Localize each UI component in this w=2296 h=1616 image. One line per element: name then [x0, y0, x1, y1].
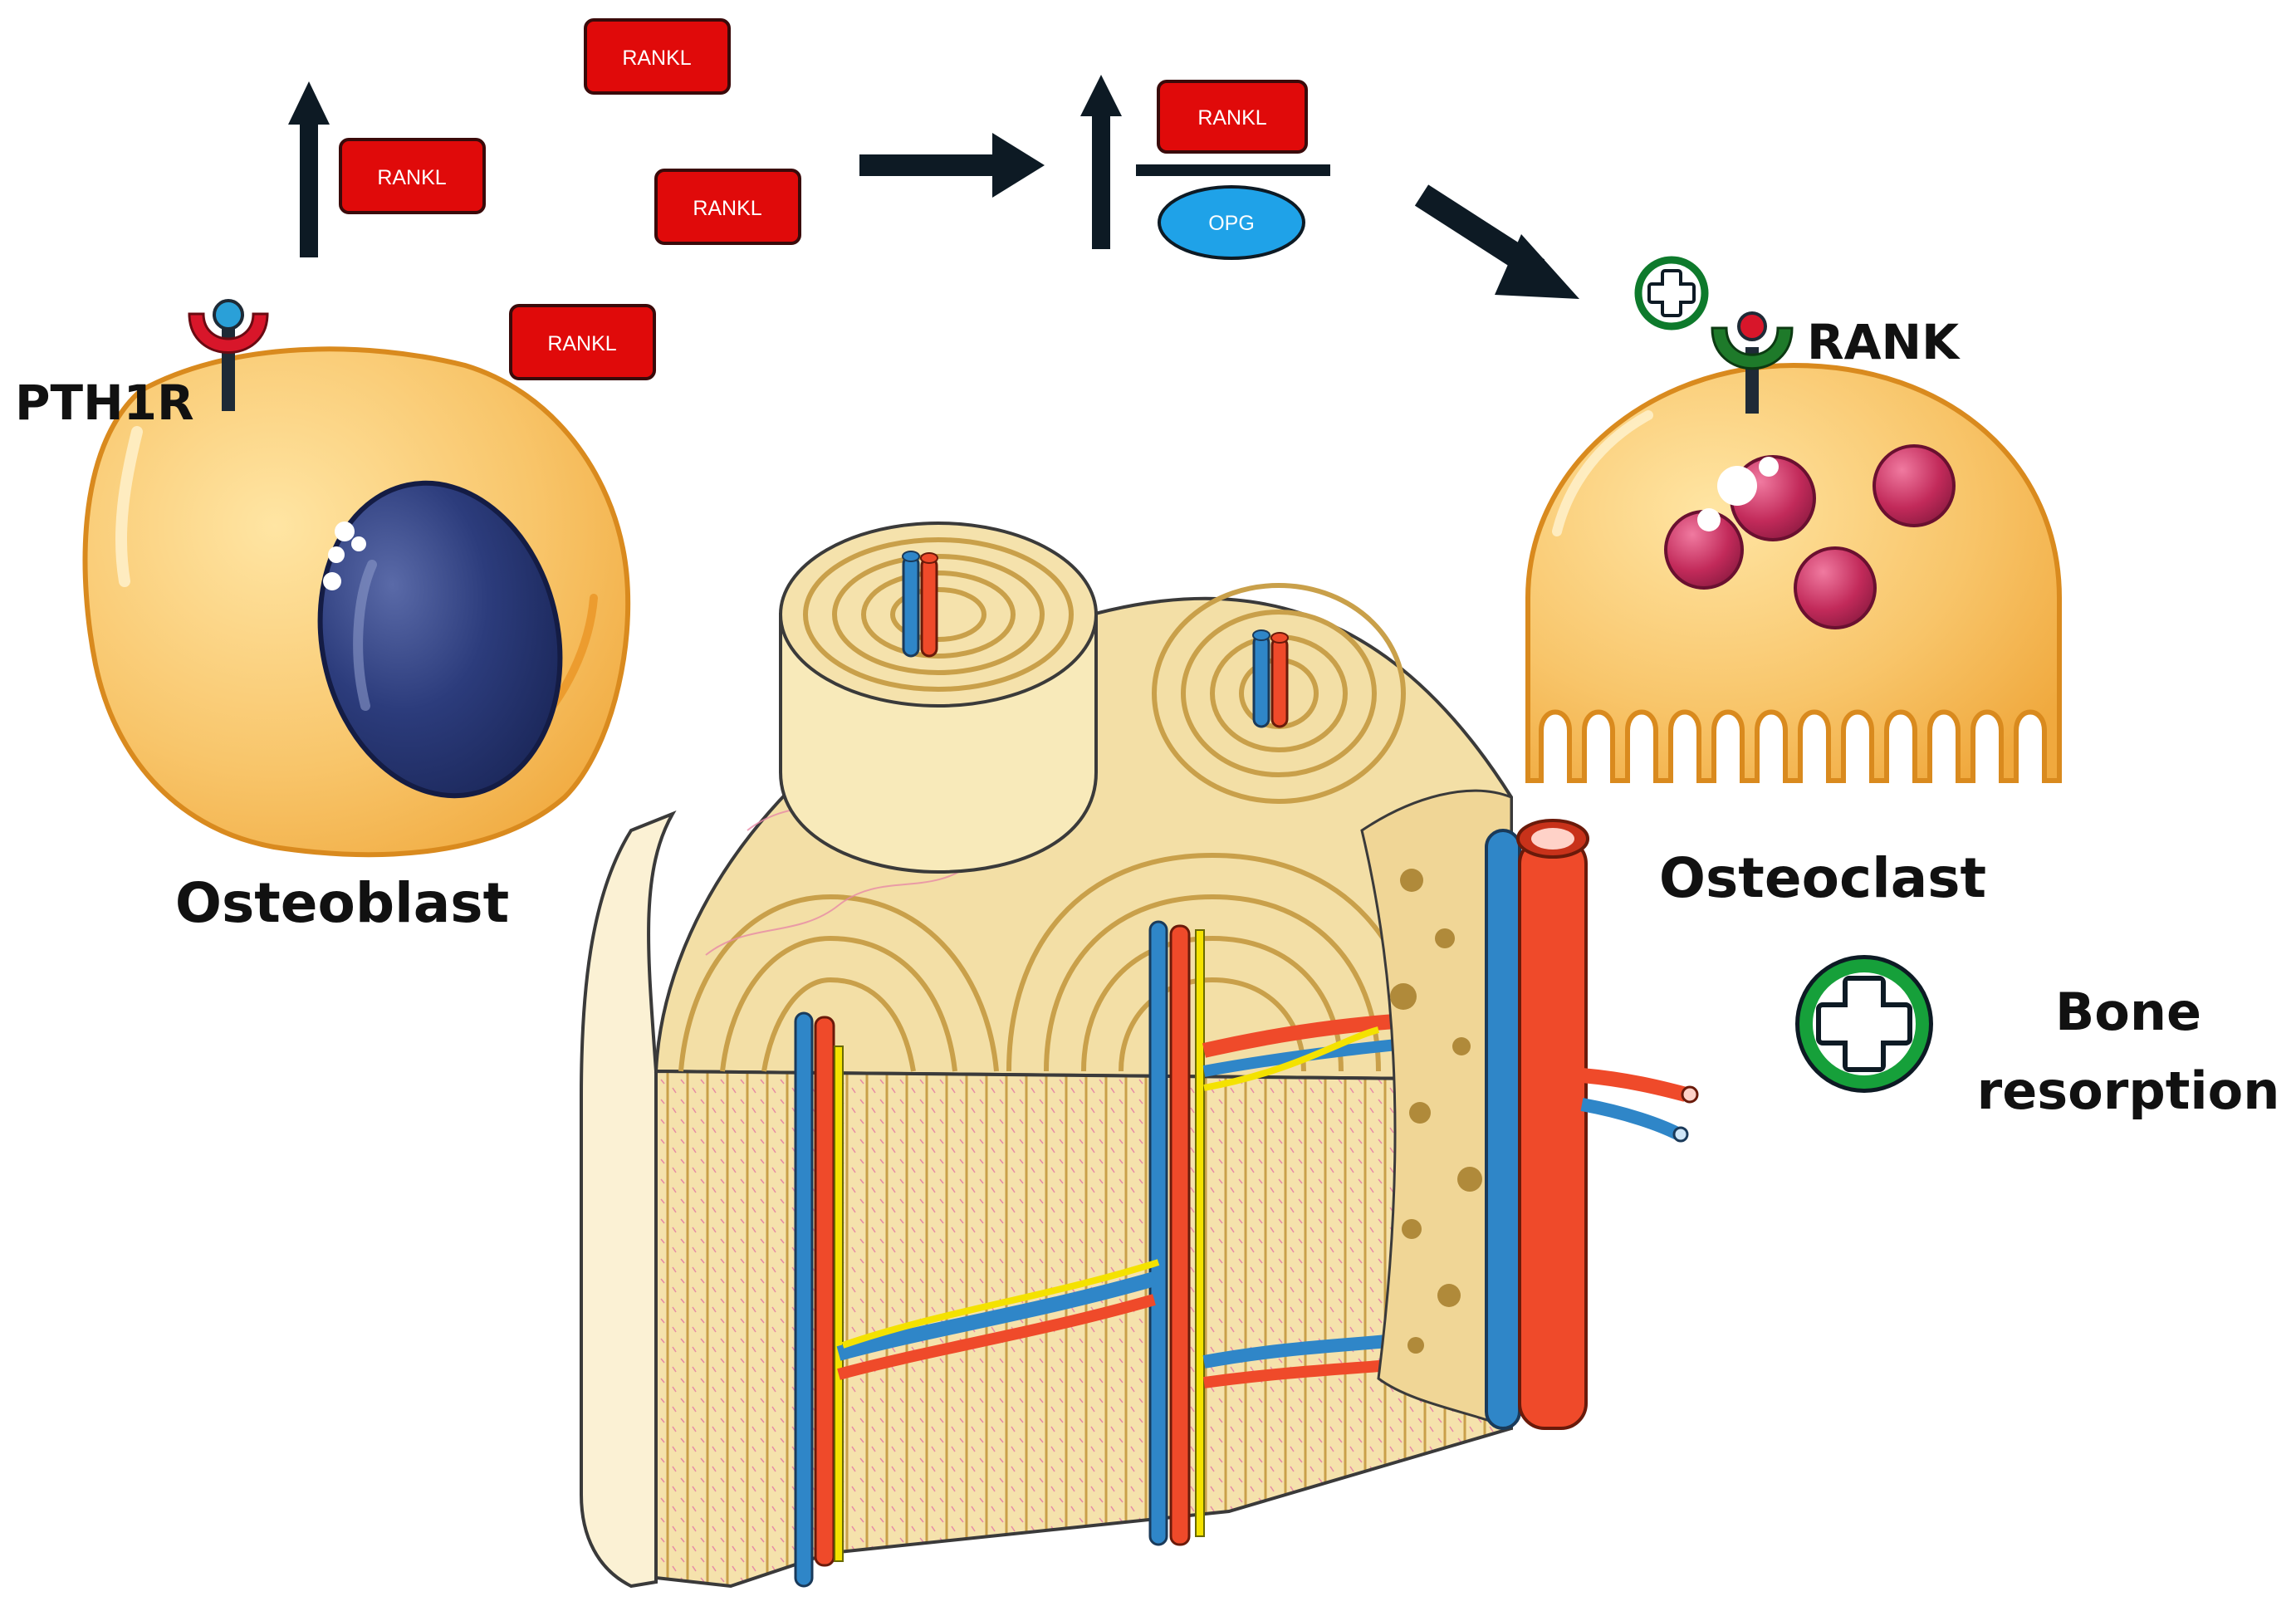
up-arrow-icon [288, 81, 330, 257]
osteon-cylinder [779, 522, 1098, 874]
osteoclast-cell [1525, 362, 2062, 783]
rankl-label: RANKL [377, 166, 446, 189]
ratio-rankl-label: RANKL [1197, 106, 1266, 130]
compact-bone-section [580, 522, 1699, 1589]
rankl-box: RANKL [339, 138, 486, 214]
up-arrow-icon [1080, 75, 1122, 249]
plus-icon [1634, 256, 1709, 331]
osteoblast-label: Osteoblast [175, 871, 509, 935]
plus-icon [1795, 955, 1933, 1093]
right-arrow-icon [859, 133, 1045, 198]
osteon-vessels [902, 551, 1289, 728]
rankl-box: RANKL [509, 304, 656, 380]
ratio-opg-label: OPG [1208, 212, 1255, 235]
osteoclast-label: Osteoclast [1659, 846, 1986, 910]
pth1r-label: PTH1R [15, 375, 194, 431]
rankl-label: RANKL [622, 47, 691, 70]
bone-resorption-label-line1: Bone [2055, 982, 2201, 1042]
ratio-divider [1136, 164, 1330, 176]
rankl-box: RANKL [654, 169, 801, 245]
rankl-box: RANKL [584, 18, 731, 95]
rank-label: RANK [1807, 314, 1961, 370]
osteoblast-nucleus [317, 480, 563, 799]
spongy-bone [1360, 789, 1513, 1431]
rankl-opg-ratio: RANKL OPG [1136, 80, 1330, 260]
large-blood-vessel [1485, 819, 1699, 1430]
bone-resorption-label-line2: resorption [1977, 1060, 2280, 1121]
rankl-label: RANKL [693, 197, 761, 220]
osteoclast-nucleus [1664, 444, 1956, 629]
down-right-arrow-icon [1414, 184, 1579, 299]
pth1r-receptor-icon [188, 299, 269, 411]
osteoblast-cell [82, 346, 631, 858]
rankl-label: RANKL [547, 332, 616, 355]
rank-receptor-icon [1711, 311, 1794, 414]
